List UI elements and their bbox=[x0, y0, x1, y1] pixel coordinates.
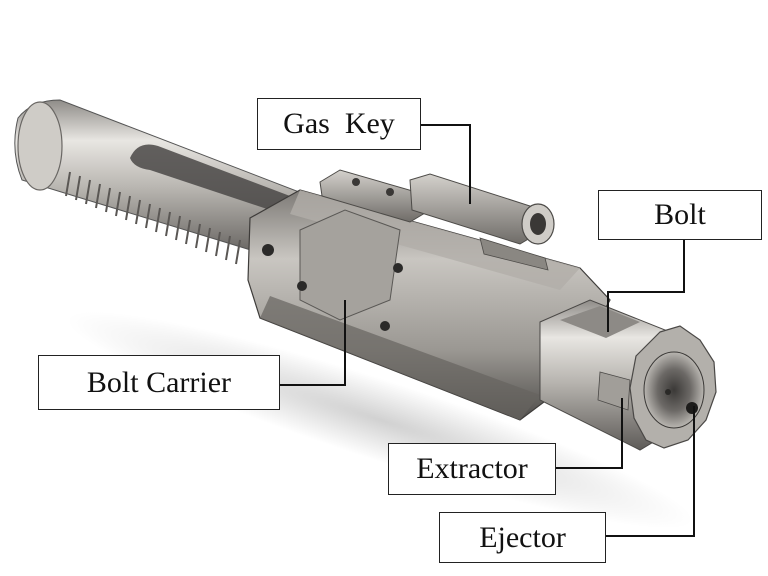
carrier-rear-tube bbox=[14, 99, 321, 265]
gas-key-leader bbox=[420, 124, 471, 204]
bolt-label: Bolt bbox=[598, 190, 762, 240]
bolt-leader bbox=[607, 240, 685, 332]
gas-key-label: Gas Key bbox=[257, 98, 421, 150]
bolt-carrier-label: Bolt Carrier bbox=[38, 355, 280, 410]
serrations bbox=[65, 171, 241, 265]
gas-key-part bbox=[319, 169, 555, 271]
carrier-body bbox=[247, 189, 611, 421]
ejector-label: Ejector bbox=[439, 512, 606, 563]
leader-lines bbox=[280, 124, 695, 537]
extractor-label: Extractor bbox=[388, 443, 556, 495]
ejector-leader bbox=[605, 406, 695, 537]
bolt-part bbox=[539, 299, 717, 451]
extractor-leader bbox=[555, 398, 623, 469]
bolt-carrier-leader bbox=[280, 300, 346, 386]
